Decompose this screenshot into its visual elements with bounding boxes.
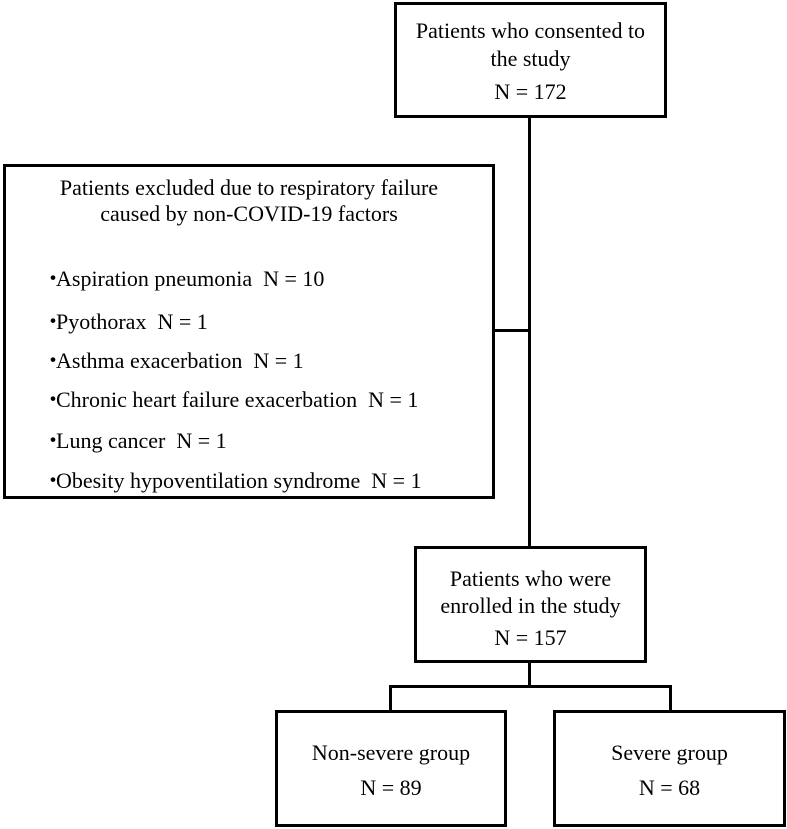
consented-line1: Patients who consented to <box>415 18 646 43</box>
bullet-icon: ・ <box>42 266 65 291</box>
excluded-item-label: Pyothorax <box>56 309 147 334</box>
connector-split-horizontal <box>389 685 672 688</box>
excluded-item: ・Asthma exacerbation N = 1 <box>42 348 304 374</box>
excluded-item-label: Lung cancer <box>56 428 166 453</box>
bullet-icon: ・ <box>42 309 65 334</box>
excluded-item: ・Aspiration pneumonia N = 10 <box>42 266 324 292</box>
excluded-title-line2: caused by non-COVID-19 factors <box>100 201 398 226</box>
excluded-item: ・Chronic heart failure exacerbation N = … <box>42 387 418 413</box>
severe-label: Severe group <box>611 740 728 765</box>
consented-line2: the study <box>490 46 571 71</box>
excluded-item-count: N = 1 <box>253 348 304 373</box>
excluded-item-count: N = 1 <box>176 428 227 453</box>
enrolled-line2: enrolled in the study <box>440 593 621 618</box>
excluded-item-label: Obesity hypoventilation syndrome <box>56 468 361 493</box>
excluded-item-count: N = 1 <box>157 309 208 334</box>
excluded-item-label: Chronic heart failure exacerbation <box>56 387 358 412</box>
bullet-icon: ・ <box>42 348 65 373</box>
enrolled-count: N = 157 <box>494 625 567 650</box>
non-severe-box: Non-severe group N = 89 <box>275 710 507 827</box>
connector-to-excluded <box>493 329 531 332</box>
excluded-item: ・Obesity hypoventilation syndrome N = 1 <box>42 468 422 494</box>
consented-count: N = 172 <box>494 79 567 104</box>
excluded-item-count: N = 1 <box>368 387 419 412</box>
connector-to-non-severe <box>389 685 392 711</box>
excluded-box: Patients excluded due to respiratory fai… <box>3 164 495 499</box>
severe-count: N = 68 <box>638 775 701 800</box>
connector-enrolled-down <box>528 662 531 687</box>
bullet-icon: ・ <box>42 387 65 412</box>
bullet-icon: ・ <box>42 468 65 493</box>
excluded-item: ・Pyothorax N = 1 <box>42 309 208 335</box>
enrolled-line1: Patients who were <box>449 566 612 591</box>
consented-box: Patients who consented to the study N = … <box>394 2 667 118</box>
excluded-item: ・Lung cancer N = 1 <box>42 428 227 454</box>
non-severe-count: N = 89 <box>360 775 422 800</box>
bullet-icon: ・ <box>42 428 65 453</box>
excluded-item-label: Asthma exacerbation <box>56 348 243 373</box>
connector-to-severe <box>669 685 672 711</box>
excluded-item-count: N = 1 <box>371 468 422 493</box>
excluded-item-count: N = 10 <box>263 266 325 291</box>
excluded-title-line1: Patients excluded due to respiratory fai… <box>59 175 439 200</box>
enrolled-box: Patients who were enrolled in the study … <box>414 546 647 663</box>
non-severe-label: Non-severe group <box>311 740 471 765</box>
severe-box: Severe group N = 68 <box>553 710 786 827</box>
connector-consented-to-enrolled <box>528 117 531 548</box>
excluded-item-label: Aspiration pneumonia <box>56 266 253 291</box>
